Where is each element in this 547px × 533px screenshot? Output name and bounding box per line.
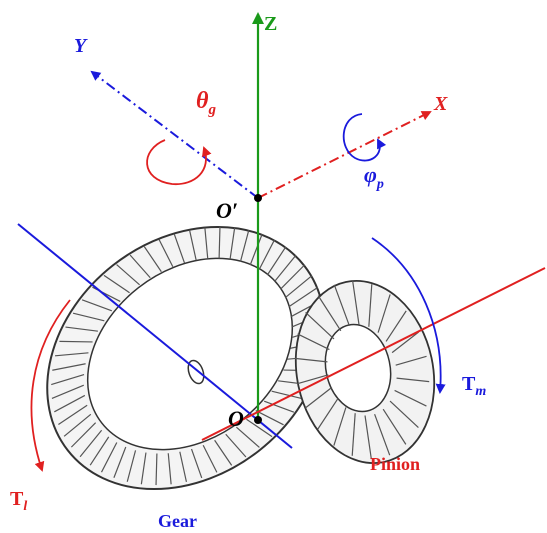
x-axis-label: X: [433, 93, 448, 115]
pinion-tooth: [395, 355, 427, 366]
gear-tooth: [79, 429, 103, 458]
gear-tooth: [140, 452, 147, 485]
gear-tooth: [246, 418, 273, 438]
tl-label: Tl: [10, 488, 27, 514]
gear-tooth: [218, 226, 221, 259]
tl-torque-arrow: [30, 299, 71, 472]
gear-tooth: [143, 246, 162, 273]
gear-tooth: [54, 352, 89, 357]
gear-tooth: [214, 439, 233, 466]
theta-rotation-arrow: [146, 139, 212, 185]
o-prime-point: [254, 194, 262, 202]
gear-tooth: [63, 413, 92, 437]
gear-tooth: [179, 451, 188, 483]
gear-tooth: [190, 448, 203, 479]
z-axis-label: Z: [264, 13, 277, 35]
gear-tooth: [188, 229, 197, 261]
gear-tooth: [273, 254, 297, 283]
pinion-tooth: [294, 357, 328, 363]
pinion-label: Pinion: [370, 454, 420, 474]
phi-p-label: φp: [364, 162, 384, 192]
gear-body: [46, 225, 326, 491]
pinion-body: [294, 280, 436, 464]
pinion-tooth: [364, 415, 372, 460]
gear-tooth: [225, 433, 247, 458]
gear-tooth: [72, 312, 105, 322]
pinion-tooth: [377, 294, 391, 333]
gear-tooth: [126, 450, 137, 482]
pinion-tooth: [396, 377, 430, 383]
gear-tooth: [239, 230, 250, 262]
y-axis-dashed: [90, 70, 259, 199]
gear-tooth: [204, 227, 209, 259]
pinion-tooth: [333, 407, 347, 446]
gear-tooth: [235, 426, 260, 448]
tm-torque-arrow: [371, 237, 446, 394]
o-origin-label: O: [228, 406, 244, 431]
gear-tooth: [158, 239, 174, 268]
gear-tooth: [81, 299, 113, 312]
pinion-tooth: [304, 386, 333, 409]
gear-tooth: [249, 234, 263, 266]
gear-tooth: [58, 404, 88, 425]
pinion-tooth: [385, 310, 407, 342]
pinion-tooth: [352, 280, 360, 325]
gear-tooth: [263, 400, 295, 413]
pinion-tooth: [374, 413, 391, 456]
gear-tooth: [59, 340, 93, 343]
gear-tooth: [202, 444, 218, 473]
gear-tooth: [129, 254, 151, 279]
gear-label: Gear: [158, 511, 197, 531]
gear-tooth: [173, 233, 186, 264]
gear-tooth: [155, 453, 158, 486]
gear-tooth: [52, 363, 86, 371]
gear-tooth: [255, 410, 284, 426]
pinion-tooth: [382, 408, 407, 445]
pinion-tooth: [351, 413, 356, 456]
gear-tooth: [279, 264, 306, 290]
gear-tooth: [51, 384, 85, 399]
phi-rotation-arrow: [342, 113, 387, 162]
gear-tooth: [89, 436, 110, 466]
pinion-tooth: [333, 284, 350, 327]
gear-tooth: [167, 453, 172, 485]
gear-tooth: [271, 390, 304, 400]
gear-tooth: [70, 422, 97, 448]
pinion-tooth: [297, 374, 329, 385]
pinion-tooth: [317, 398, 339, 430]
pinion-tooth: [317, 295, 342, 332]
o-prime-label: O′: [216, 198, 238, 223]
gear-tooth: [51, 374, 85, 386]
pinion-tooth: [391, 331, 420, 354]
x-axis-dashed: [257, 111, 432, 199]
gear-tooth: [54, 394, 86, 413]
gear-tooth: [288, 287, 318, 308]
pinion-tooth: [297, 333, 330, 351]
gear-tooth: [116, 264, 141, 286]
pinion-tooth: [368, 284, 373, 327]
pinion-teeth: [294, 280, 430, 460]
gear-tooth: [284, 275, 313, 299]
y-axis-label: Y: [74, 35, 88, 57]
gear-tooth: [100, 442, 118, 473]
gear-tooth: [65, 326, 98, 332]
tm-label: Tm: [462, 373, 486, 399]
gear-tooth: [103, 274, 130, 294]
gear-tooth: [266, 246, 287, 276]
pinion-tooth: [389, 400, 419, 428]
gear-tooth: [229, 227, 236, 260]
gear-tooth: [258, 239, 276, 270]
pinion-tooth: [305, 312, 335, 340]
theta-g-label: θg: [196, 88, 216, 118]
o-origin-point: [254, 416, 262, 424]
gear-tooth: [113, 446, 127, 478]
pinion-axis-line: [201, 267, 546, 441]
gear-axis-line: [17, 223, 293, 449]
pinion-tooth: [394, 389, 427, 407]
